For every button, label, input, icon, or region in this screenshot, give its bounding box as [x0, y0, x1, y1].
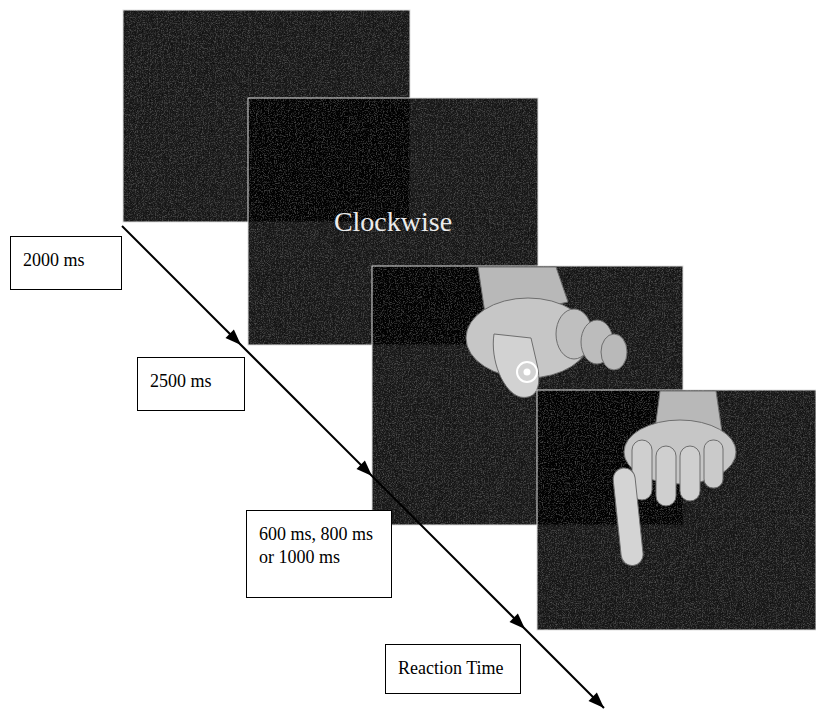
thumb — [493, 334, 539, 397]
target-ring — [517, 362, 537, 382]
open-hand-figure — [612, 391, 736, 567]
duration-box: 600 ms, 800 ms or 1000 ms — [246, 510, 392, 598]
duration-label: 2000 ms — [23, 249, 85, 272]
arrowhead — [226, 330, 242, 346]
timeline-arrow — [122, 226, 604, 708]
thumb — [612, 467, 644, 567]
finger — [680, 446, 700, 501]
response-box: Reaction Time — [385, 644, 521, 694]
cue-word: Clockwise — [334, 206, 452, 238]
finger — [656, 446, 676, 506]
fist-hand-figure — [466, 267, 627, 397]
duration-box: 2000 ms — [10, 236, 122, 290]
duration-label: 2500 ms — [150, 370, 212, 393]
duration-box: 2500 ms — [137, 357, 245, 411]
finger — [601, 334, 627, 370]
panel-border — [537, 390, 816, 630]
target-dot — [524, 369, 531, 376]
arrowhead — [589, 693, 605, 709]
duration-label: 600 ms, 800 ms or 1000 ms — [259, 523, 379, 570]
hand-end-panel — [537, 390, 816, 630]
cue-screen: Clockwise — [248, 98, 538, 345]
arrowhead — [510, 614, 526, 630]
arrowhead — [357, 461, 373, 477]
duration-label: Reaction Time — [398, 657, 504, 680]
finger — [704, 440, 723, 488]
